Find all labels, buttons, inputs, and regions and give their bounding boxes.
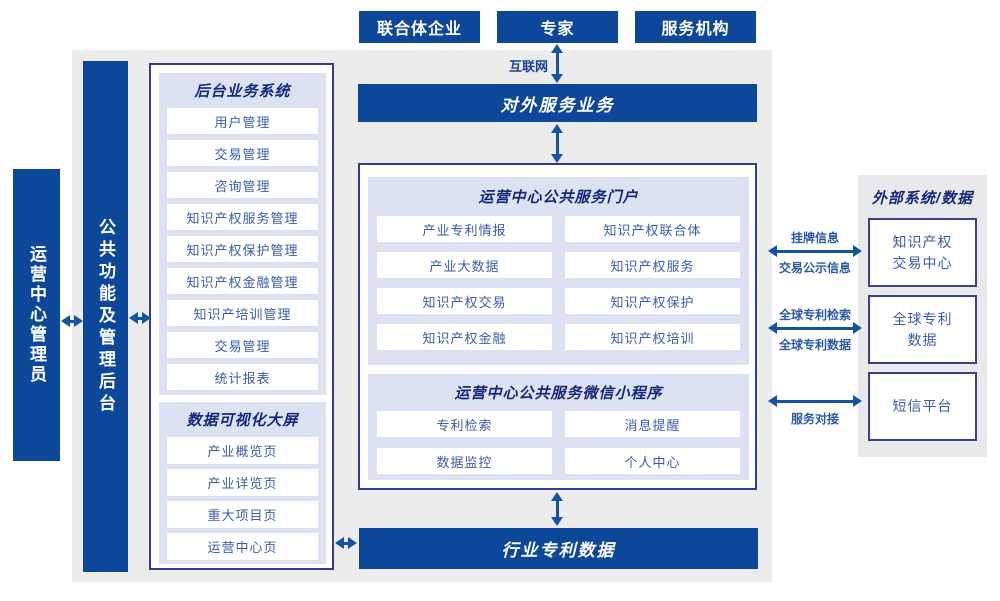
portal-item: 知识产权交易 (377, 288, 552, 314)
industry-patent-data-bar: 行业专利数据 (359, 528, 758, 569)
operations-admin-rail: 运营中心管理员 (13, 169, 60, 461)
arrow-mgmt-backend-icon (129, 312, 151, 324)
external-systems-title: 外部系统/数据 (871, 190, 974, 207)
portal-item: 知识产权金融 (377, 324, 552, 350)
backend-item: 知识产培训管理 (167, 300, 318, 326)
miniprogram-item: 专利检索 (377, 411, 552, 437)
arrow-service-connect-icon (768, 395, 862, 407)
external-system-box-ip-exchange: 知识产权 交易中心 (868, 218, 977, 287)
actor-box-service-organizations: 服务机构 (635, 11, 756, 43)
backend-title: 后台业务系统 (194, 83, 291, 100)
miniprogram-item: 个人中心 (565, 448, 740, 474)
dataviz-item: 运营中心页 (167, 533, 318, 560)
external-system-box-global-patent: 全球专利 数据 (868, 295, 977, 364)
link-label-service-connect: 服务对接 (790, 412, 839, 426)
link-label-global-patent-search: 全球专利检索 (778, 308, 851, 322)
backend-section: 后台业务系统 用户管理 交易管理 咨询管理 知识产权服务管理 知识产权保护管理 … (159, 73, 326, 395)
internet-label: 互联网 (508, 59, 548, 74)
backend-item: 知识产权金融管理 (167, 268, 318, 294)
backend-item: 知识产权保护管理 (167, 236, 318, 262)
link-label-global-patent-data: 全球专利数据 (778, 338, 851, 352)
internet-arrow-icon (551, 44, 563, 83)
actor-box-experts: 专家 (497, 11, 618, 43)
arrow-admin-mgmt-icon (61, 315, 83, 327)
portal-item: 知识产权服务 (565, 252, 740, 278)
arrow-listing-info-icon (768, 245, 862, 257)
portal-item: 知识产权保护 (565, 288, 740, 314)
backend-item: 交易管理 (167, 140, 318, 166)
portal-title: 运营中心公共服务门户 (478, 189, 639, 206)
backend-item: 交易管理 (167, 332, 318, 358)
backend-item: 咨询管理 (167, 172, 318, 198)
portal-item: 知识产权培训 (565, 324, 740, 350)
dataviz-item: 产业概览页 (167, 437, 318, 464)
backend-system-panel: 后台业务系统 用户管理 交易管理 咨询管理 知识产权服务管理 知识产权保护管理 … (149, 63, 334, 570)
miniprogram-section: 运营中心公共服务微信小程序 专利检索 消息提醒 数据监控 个人中心 (368, 374, 749, 480)
dataviz-item: 重大项目页 (167, 501, 318, 528)
dataviz-item: 产业详览页 (167, 469, 318, 496)
actor-box-consortium-enterprises: 联合体企业 (359, 11, 480, 43)
external-service-bar: 对外服务业务 (358, 84, 757, 122)
link-label-listing-info: 挂牌信息 (790, 231, 839, 245)
backend-item: 知识产权服务管理 (167, 204, 318, 230)
central-platform-panel: 运营中心公共服务门户 产业专利情报 知识产权联合体 产业大数据 知识产权服务 知… (358, 163, 757, 490)
backend-item: 用户管理 (167, 108, 318, 134)
miniprogram-item: 消息提醒 (565, 411, 740, 437)
dataviz-title: 数据可视化大屏 (186, 412, 299, 429)
miniprogram-title: 运营中心公共服务微信小程序 (454, 385, 663, 402)
external-systems-panel: 外部系统/数据 知识产权 交易中心 全球专利 数据 短信平台 (858, 175, 987, 457)
portal-item: 产业专利情报 (377, 216, 552, 242)
link-label-transaction-publicity: 交易公示信息 (778, 261, 851, 275)
backend-item: 统计报表 (167, 364, 318, 390)
dataviz-section: 数据可视化大屏 产业概览页 产业详览页 重大项目页 运营中心页 (159, 402, 326, 564)
portal-item: 产业大数据 (377, 252, 552, 278)
miniprogram-item: 数据监控 (377, 448, 552, 474)
external-system-box-sms: 短信平台 (868, 372, 977, 441)
arrow-dataviz-industry-icon (335, 537, 357, 549)
portal-item: 知识产权联合体 (565, 216, 740, 242)
arrow-global-patent-icon (768, 322, 862, 334)
portal-section: 运营中心公共服务门户 产业专利情报 知识产权联合体 产业大数据 知识产权服务 知… (368, 177, 749, 365)
arrow-portal-industry-icon (551, 492, 563, 526)
arrow-external-portal-icon (551, 124, 563, 163)
public-functions-rail: 公共功能及管理后台 (83, 61, 128, 572)
